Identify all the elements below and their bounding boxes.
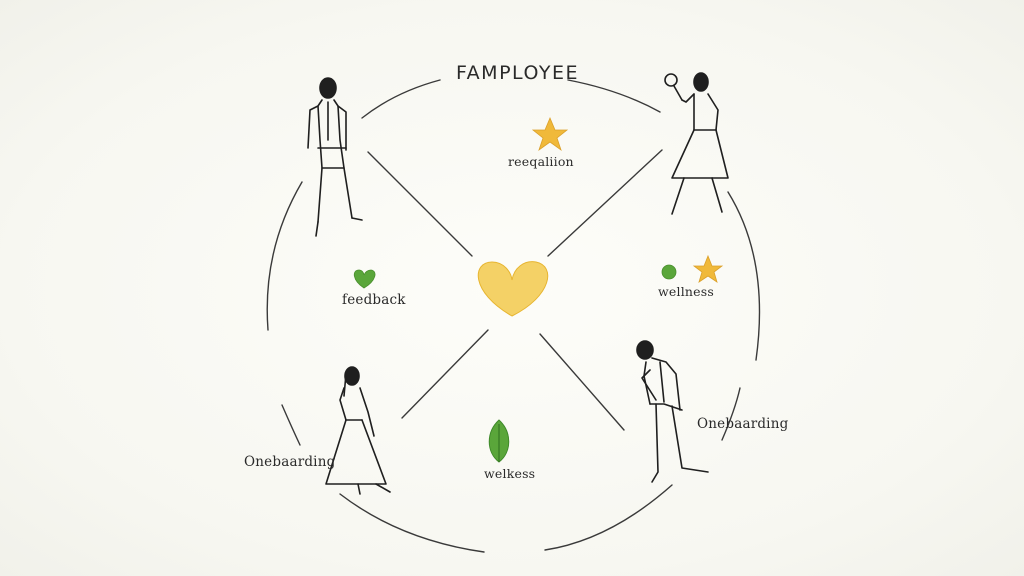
connector-bottom-left <box>401 329 489 419</box>
connector-top-left <box>367 151 473 257</box>
connector-lines <box>367 149 663 431</box>
connector-top-right <box>547 149 663 257</box>
recognition-label: reeqaliion <box>508 154 574 169</box>
wellness-leaf-icon <box>488 419 510 463</box>
outer-circle <box>266 79 761 553</box>
feedback-heart-icon <box>353 269 376 289</box>
feedback-label: feedback <box>342 292 406 308</box>
wellness-circle-icon <box>661 264 677 280</box>
diagram-title: FAMPLOYEE <box>456 62 579 84</box>
center-heart-icon <box>477 261 549 317</box>
figure-woman-bottom-left <box>325 366 391 495</box>
figure-man-bottom-right <box>636 340 709 483</box>
onboarding-right-label: Onebaarding <box>697 416 789 432</box>
wellness-right-label: wellness <box>658 284 714 299</box>
connector-bottom-right <box>539 333 625 431</box>
figure-woman-top-right <box>664 72 729 215</box>
wellness-bottom-label: welkess <box>484 466 536 481</box>
wellness-star-icon <box>692 254 724 283</box>
recognition-star-icon <box>531 116 569 152</box>
onboarding-left-label: Onebaarding <box>244 454 336 470</box>
figure-man-top-left <box>307 77 363 237</box>
